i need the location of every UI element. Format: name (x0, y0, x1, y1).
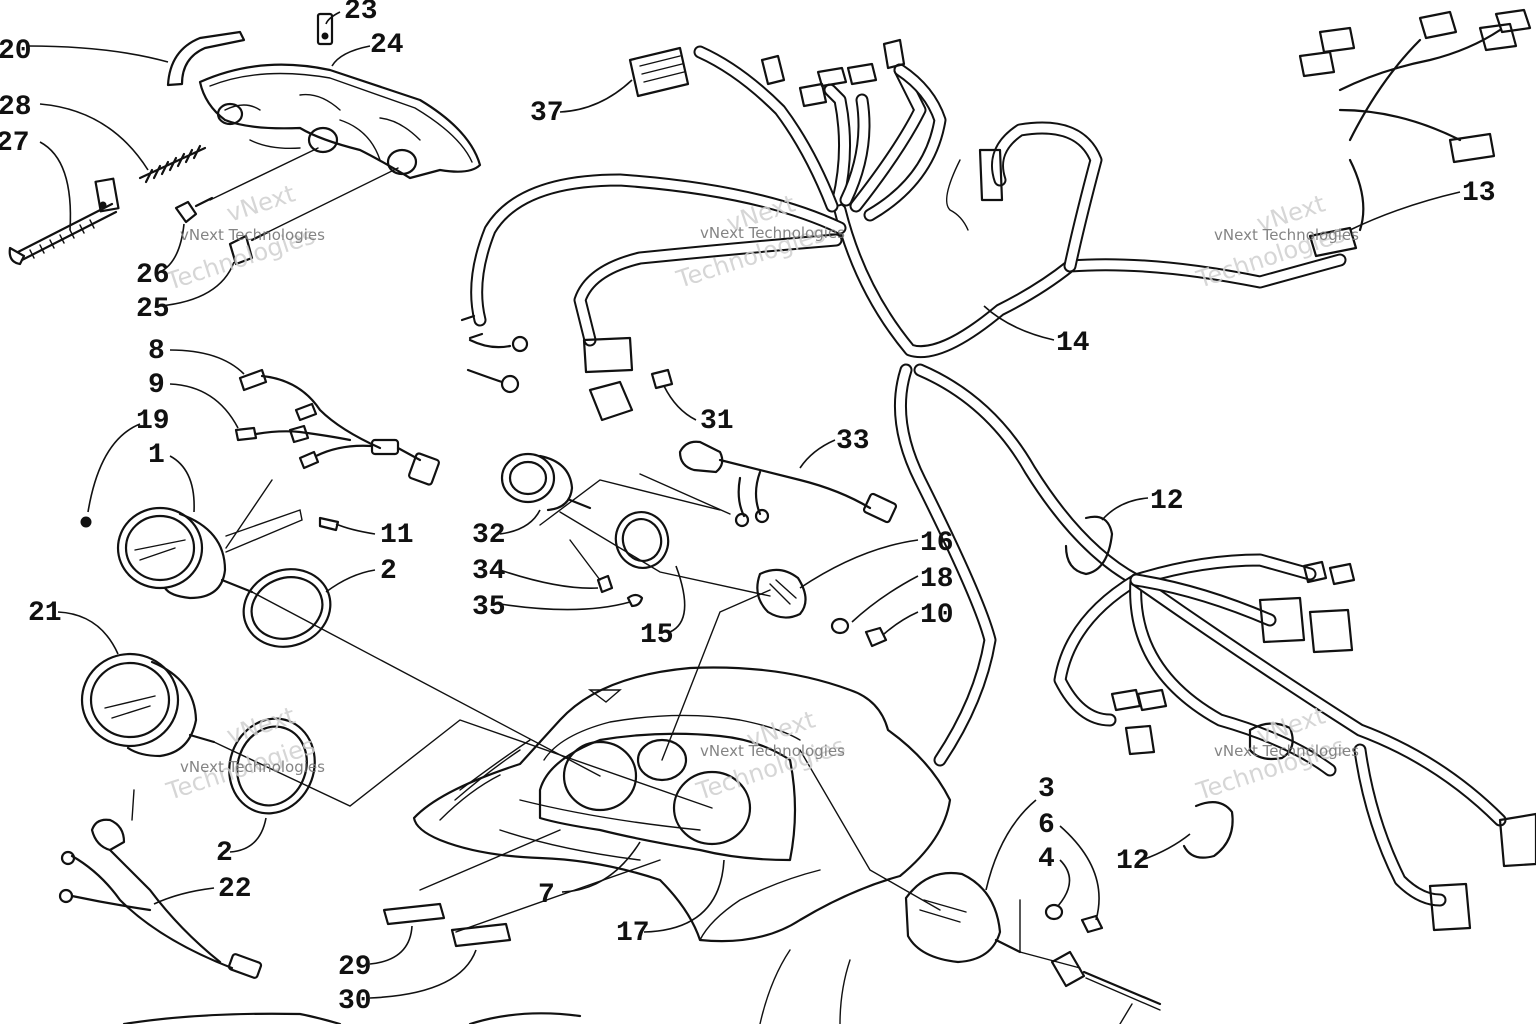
callout-29: 29 (338, 952, 372, 983)
callout-8: 8 (148, 336, 165, 367)
trim-ring-lower (228, 717, 316, 815)
watermark-brand-full: vNext Technologies (180, 226, 325, 244)
callout-9: 9 (148, 370, 165, 401)
watermark-brand-full: vNext Technologies (180, 758, 325, 776)
knob-16 (756, 568, 888, 648)
ignition-switch-32 (500, 452, 644, 608)
decal-29-30 (382, 902, 512, 948)
callout-11: 11 (380, 520, 414, 551)
callout-21: 21 (28, 598, 62, 629)
callout-6: 6 (1038, 810, 1055, 841)
callout-33: 33 (836, 426, 870, 457)
callout-7: 7 (538, 880, 555, 911)
callout-numbers: 20 23 24 28 27 26 25 8 9 19 1 11 2 21 2 … (0, 0, 1496, 1017)
regulator-37 (628, 46, 690, 98)
console-pod (412, 666, 952, 1024)
callout-18: 18 (920, 564, 954, 595)
mounting-hardware (8, 144, 207, 266)
callout-2: 2 (380, 556, 397, 587)
fuse-block (588, 380, 634, 422)
clip-part-23 (316, 12, 334, 46)
switch-ring-15 (614, 511, 670, 569)
callout-19: 19 (136, 406, 170, 437)
watermark-brand-full: vNext Technologies (700, 742, 845, 760)
callout-12: 12 (1150, 486, 1184, 517)
callout-10: 10 (920, 600, 954, 631)
gauge-21 (80, 652, 216, 758)
callout-2: 2 (216, 838, 233, 869)
watermark-brand-full: vNext Technologies (700, 224, 845, 242)
callout-32: 32 (472, 520, 506, 551)
main-wire-harness (470, 45, 1507, 907)
leader-lines (27, 11, 1461, 999)
assembly-lines (131, 479, 941, 933)
bulb-11 (318, 516, 340, 532)
callout-4: 4 (1038, 844, 1055, 875)
callout-12: 12 (1116, 846, 1150, 877)
bulb-socket-22 (58, 818, 263, 979)
callout-30: 30 (338, 986, 372, 1017)
callout-37: 37 (530, 98, 564, 129)
taillight-lens-strip (166, 30, 246, 87)
gauge-1 (80, 506, 340, 600)
callout-20: 20 (0, 36, 32, 67)
callout-24: 24 (370, 30, 404, 61)
callout-26: 26 (136, 260, 170, 291)
callout-15: 15 (640, 620, 674, 651)
callout-3: 3 (1038, 774, 1055, 805)
callout-17: 17 (616, 918, 650, 949)
connector-33 (639, 440, 898, 528)
fuse-31 (650, 368, 674, 390)
callout-35: 35 (472, 592, 506, 623)
callout-22: 22 (218, 874, 252, 905)
watermark-brand-top: vNext (223, 179, 298, 227)
callout-14: 14 (1056, 328, 1090, 359)
watermark-brand-full: vNext Technologies (1214, 742, 1359, 760)
callout-27: 27 (0, 128, 30, 159)
trim-ring-upper (242, 568, 332, 648)
callout-16: 16 (920, 528, 954, 559)
frame-fragments (122, 1012, 582, 1024)
pigtail-harness-8-9 (234, 368, 440, 486)
callout-23: 23 (344, 0, 378, 27)
callout-25: 25 (136, 294, 170, 325)
callout-34: 34 (472, 556, 506, 587)
watermark-brand-full: vNext Technologies (1214, 226, 1359, 244)
callout-13: 13 (1462, 178, 1496, 209)
taillight-assembly (166, 12, 482, 180)
callout-31: 31 (700, 406, 734, 437)
bulb-sockets (174, 147, 399, 266)
instrument-panel (538, 732, 797, 862)
callout-28: 28 (0, 92, 32, 123)
callout-1: 1 (148, 440, 165, 471)
switch-3-assembly (904, 872, 1162, 1024)
